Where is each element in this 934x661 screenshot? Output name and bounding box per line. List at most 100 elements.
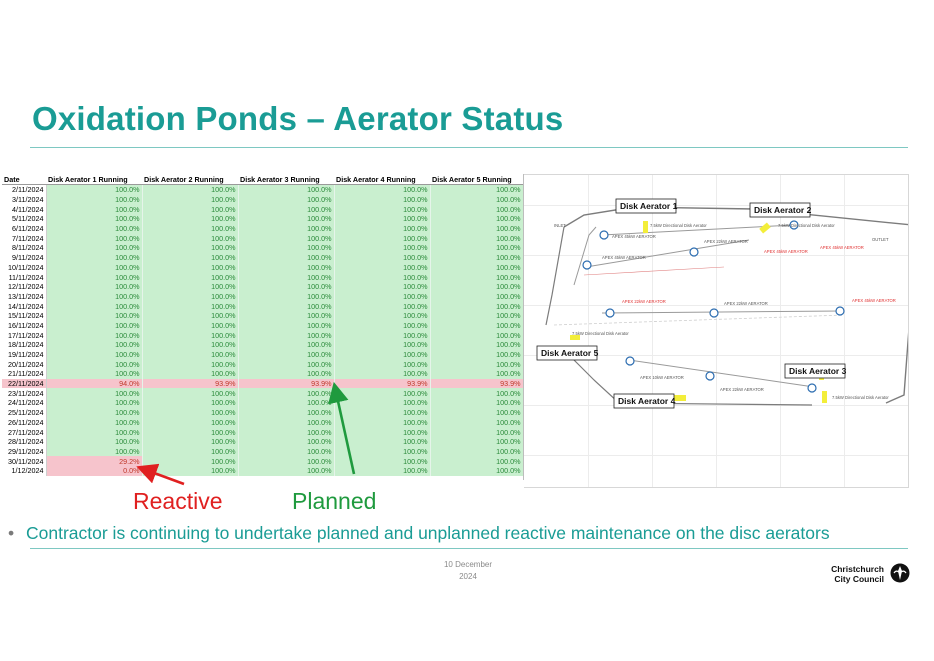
bullet-dot-icon: • xyxy=(8,523,15,543)
value-cell: 100.0% xyxy=(142,204,239,215)
date-cell: 25/11/2024 xyxy=(2,407,47,418)
value-cell: 100.0% xyxy=(142,262,239,273)
value-cell: 100.0% xyxy=(334,398,431,408)
value-cell: 100.0% xyxy=(46,233,143,244)
header-aerator-3: Disk Aerator 3 Running xyxy=(238,174,334,185)
value-cell: 100.0% xyxy=(238,243,335,253)
value-cell: 100.0% xyxy=(238,252,335,263)
value-cell: 100.0% xyxy=(334,407,431,418)
value-cell: 100.0% xyxy=(334,436,431,447)
value-cell: 100.0% xyxy=(334,330,431,340)
value-cell: 100.0% xyxy=(142,417,239,428)
value-cell: 100.0% xyxy=(46,184,143,195)
value-cell: 100.0% xyxy=(46,359,143,370)
value-cell: 100.0% xyxy=(334,456,431,466)
value-cell: 100.0% xyxy=(46,340,143,350)
value-cell: 100.0% xyxy=(142,310,239,321)
value-cell: 100.0% xyxy=(142,272,239,282)
value-cell: 100.0% xyxy=(46,243,143,253)
value-cell: 100.0% xyxy=(238,465,335,476)
value-cell: 100.0% xyxy=(46,252,143,263)
footer-date: 10 December 2024 xyxy=(430,559,506,583)
aerator-5-label: Disk Aerator 5 xyxy=(541,348,599,358)
value-cell: 100.0% xyxy=(430,204,524,215)
value-cell: 100.0% xyxy=(334,446,431,457)
date-cell: 27/11/2024 xyxy=(2,427,47,437)
apex-red-b: APEX 45kW AERATOR xyxy=(820,245,864,250)
value-cell: 100.0% xyxy=(430,243,524,253)
date-cell: 21/11/2024 xyxy=(2,369,47,379)
value-cell: 100.0% xyxy=(238,340,335,350)
date-cell: 20/11/2024 xyxy=(2,359,47,370)
value-cell: 100.0% xyxy=(142,214,239,224)
date-cell: 28/11/2024 xyxy=(2,436,47,447)
value-cell: 29.2% xyxy=(46,456,143,466)
value-cell: 100.0% xyxy=(238,436,335,447)
value-cell: 100.0% xyxy=(142,446,239,457)
value-cell: 100.0% xyxy=(334,310,431,321)
value-cell: 100.0% xyxy=(238,446,335,457)
value-cell: 100.0% xyxy=(334,427,431,437)
value-cell: 100.0% xyxy=(46,204,143,215)
value-cell: 100.0% xyxy=(334,214,431,224)
value-cell: 100.0% xyxy=(430,465,524,476)
value-cell: 100.0% xyxy=(142,349,239,360)
value-cell: 100.0% xyxy=(142,291,239,302)
apex-note-a: APEX 45kW AERATOR xyxy=(612,234,656,239)
value-cell: 100.0% xyxy=(142,184,239,195)
value-cell: 100.0% xyxy=(334,252,431,263)
value-cell: 100.0% xyxy=(46,301,143,311)
directional-note-5: 7.5kW Directional Disk Aerator xyxy=(572,331,629,336)
value-cell: 100.0% xyxy=(142,330,239,340)
table-frame xyxy=(2,174,524,480)
value-cell: 100.0% xyxy=(142,243,239,253)
date-cell: 23/11/2024 xyxy=(2,388,47,399)
value-cell: 100.0% xyxy=(142,427,239,437)
date-cell: 5/11/2024 xyxy=(2,214,47,224)
outlet-note: OUTLET xyxy=(872,237,889,242)
value-cell: 100.0% xyxy=(430,436,524,447)
apex-note-c: APEX 45kW AERATOR xyxy=(602,255,646,260)
inlet-note: INLET xyxy=(554,223,566,228)
bullet-point: • Contractor is continuing to undertake p… xyxy=(8,523,830,544)
value-cell: 100.0% xyxy=(238,204,335,215)
value-cell: 100.0% xyxy=(46,310,143,321)
value-cell: 100.0% xyxy=(46,194,143,205)
bullet-text: Contractor is continuing to undertake pl… xyxy=(26,523,830,543)
value-cell: 100.0% xyxy=(46,398,143,408)
value-cell: 93.9% xyxy=(430,378,524,389)
value-cell: 100.0% xyxy=(46,223,143,234)
value-cell: 100.0% xyxy=(430,194,524,205)
directional-note-2: 7.5kW Directional Disk Aerator xyxy=(778,223,835,228)
title-divider xyxy=(30,147,908,148)
value-cell: 100.0% xyxy=(238,291,335,302)
value-cell: 100.0% xyxy=(238,456,335,466)
value-cell: 100.0% xyxy=(46,262,143,273)
value-cell: 100.0% xyxy=(430,320,524,331)
value-cell: 100.0% xyxy=(238,369,335,379)
value-cell: 100.0% xyxy=(238,427,335,437)
value-cell: 100.0% xyxy=(430,301,524,311)
date-cell: 4/11/2024 xyxy=(2,204,47,215)
value-cell: 100.0% xyxy=(334,417,431,428)
value-cell: 100.0% xyxy=(238,272,335,282)
aerator-3-label: Disk Aerator 3 xyxy=(789,366,847,376)
value-cell: 100.0% xyxy=(334,340,431,350)
value-cell: 100.0% xyxy=(142,359,239,370)
value-cell: 100.0% xyxy=(334,369,431,379)
value-cell: 100.0% xyxy=(142,340,239,350)
value-cell: 100.0% xyxy=(430,281,524,292)
